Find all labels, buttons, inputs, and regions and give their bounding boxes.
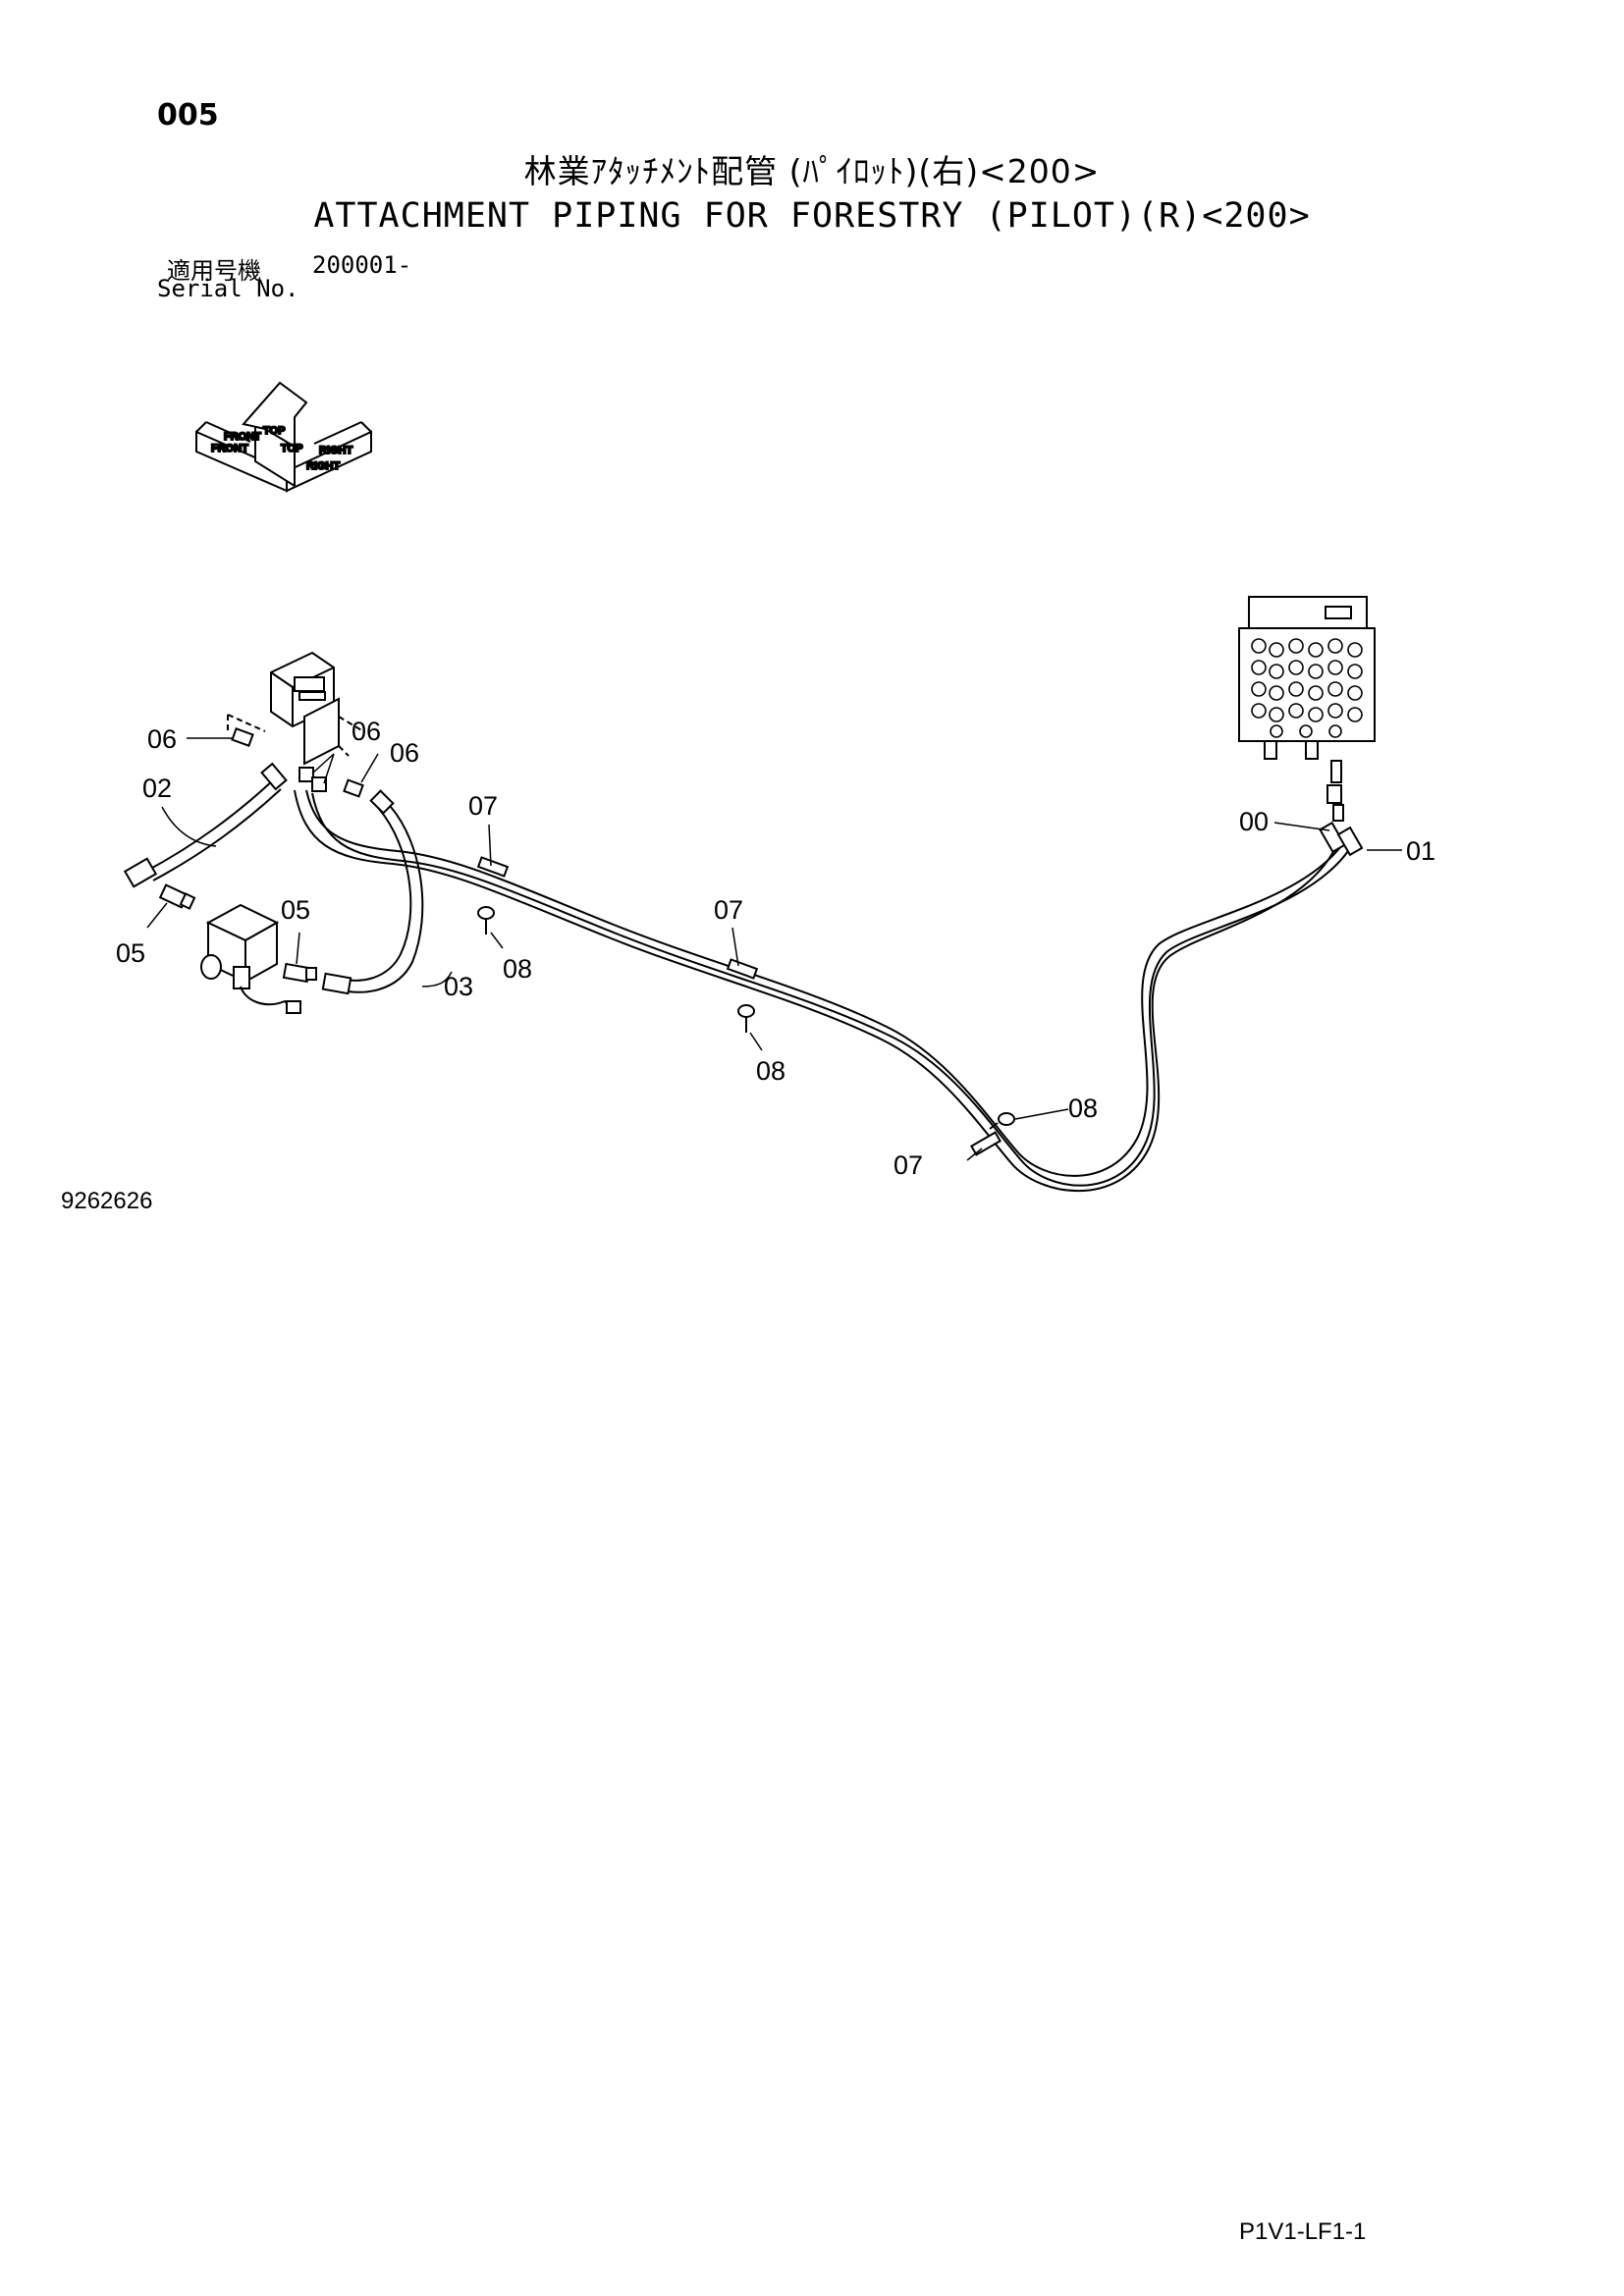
hose-00	[294, 789, 1338, 1193]
orient-label-front-2: FRONT	[224, 431, 261, 443]
callout-01: 01	[1406, 836, 1435, 866]
pilot-valve-icon	[227, 651, 364, 766]
page-number: 005	[157, 98, 219, 133]
fitting-06-left-icon	[231, 727, 254, 747]
clamp-07-mid-icon	[726, 958, 759, 980]
clamp-07-right-icon	[970, 1131, 1001, 1156]
clamp-07-left-icon	[476, 856, 510, 878]
orient-label-front: FRONT	[211, 443, 248, 454]
drawing-number: 9262626	[61, 1188, 153, 1214]
title-english: ATTACHMENT PIPING FOR FORESTRY (PILOT)(R…	[313, 196, 1311, 236]
callout-08-c: 08	[1068, 1094, 1098, 1123]
callout-07-b: 07	[714, 895, 743, 925]
callout-05-b: 05	[281, 895, 310, 925]
orientation-indicator-icon: FRONT RIGHT TOP FRONT TOP RIGHT	[195, 381, 372, 493]
hose-03	[321, 789, 424, 995]
page-code: P1V1-LF1-1	[1239, 2218, 1367, 2245]
callout-06-a: 06	[147, 724, 177, 754]
fitting-05-upper-icon	[158, 883, 196, 910]
callout-07-c: 07	[893, 1150, 923, 1180]
callout-03: 03	[444, 972, 473, 1001]
fitting-05-lower-icon	[282, 962, 317, 984]
fitting-06-right-icon	[343, 778, 364, 798]
solenoid-valve-icon	[200, 903, 301, 1014]
bolt-08-mid-icon	[737, 1004, 755, 1033]
fitting-06-mid-icon	[298, 767, 327, 792]
orient-label-top-2: TOP	[281, 443, 302, 454]
control-valve-icon	[1238, 596, 1376, 822]
orient-label-right: RIGHT	[306, 460, 341, 472]
hose-02	[123, 762, 288, 888]
serial-label-jp: 適用号機	[167, 257, 261, 285]
callout-06-c: 06	[390, 738, 419, 768]
serial-label-en: Serial No.	[157, 275, 299, 302]
callout-06-b: 06	[352, 717, 381, 746]
serial-value: 200001-	[312, 251, 412, 279]
callout-08-b: 08	[756, 1056, 785, 1086]
callout-00: 00	[1239, 807, 1269, 836]
bolt-08-left-icon	[477, 906, 495, 934]
orient-label-top: TOP	[263, 425, 285, 437]
callout-08-a: 08	[503, 954, 532, 984]
title-japanese: 林業ｱﾀｯﾁﾒﾝﾄ配管 (ﾊﾟｲﾛｯﾄ)(右)<200>	[523, 152, 1101, 190]
leader-lines	[146, 737, 1402, 1161]
callout-05-a: 05	[116, 938, 145, 968]
bolt-08-right-icon	[989, 1112, 1015, 1130]
hose-01	[305, 789, 1364, 1187]
callout-07-a: 07	[468, 791, 498, 821]
orient-label-right-2: RIGHT	[319, 445, 353, 456]
callout-02: 02	[142, 774, 172, 803]
